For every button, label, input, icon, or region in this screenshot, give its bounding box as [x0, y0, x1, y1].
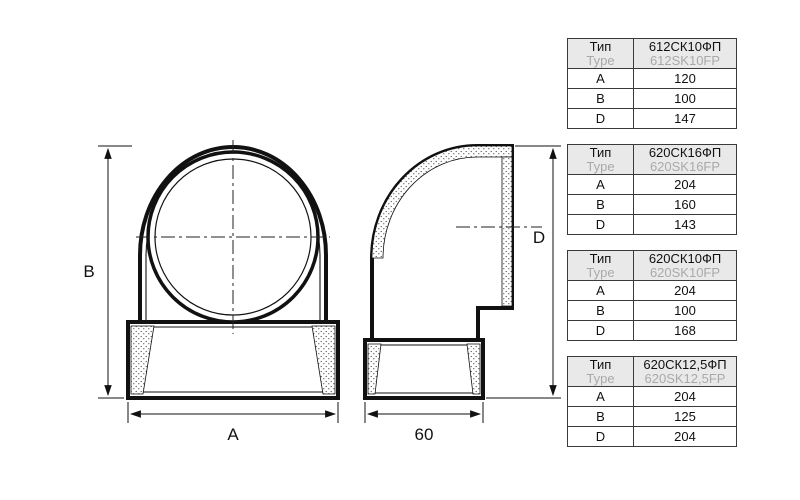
- dim-value-cell: 100: [633, 300, 737, 321]
- table-header-row: Тип Type 620СК16ФП 620SK16FP: [567, 144, 737, 175]
- type-code-ru: 620СК10ФП: [648, 251, 722, 266]
- type-label-ru: Тип: [589, 357, 612, 372]
- dim-label-cell: D: [567, 108, 634, 129]
- dim-value-cell: 204: [633, 426, 737, 447]
- type-code-ru: 620СК12,5ФП: [643, 357, 727, 372]
- front-view: [126, 140, 340, 400]
- table-row: D 147: [567, 108, 737, 129]
- dim-d-label: D: [533, 228, 545, 247]
- type-label-en: Type: [586, 52, 615, 68]
- spec-table-1: Тип Type 612СК10ФП 612SK10FP A 120 B 100…: [567, 38, 737, 129]
- side-body-outline: [370, 144, 514, 342]
- dimension-B: [98, 145, 132, 399]
- table-row: B 100: [567, 88, 737, 109]
- dim-60-label: 60: [415, 425, 434, 444]
- dim-value-cell: 204: [633, 386, 737, 407]
- dim-label-cell: B: [567, 300, 634, 321]
- type-label-cell: Тип Type: [567, 250, 634, 281]
- dim-value-cell: 147: [633, 108, 737, 129]
- technical-drawing: B A 60 D: [83, 140, 561, 444]
- type-label-cell: Тип Type: [567, 144, 634, 175]
- side-gasket-flange-left: [367, 343, 382, 395]
- dim-label-cell: A: [567, 280, 634, 301]
- table-row: A 120: [567, 68, 737, 89]
- dim-label-cell: D: [567, 214, 634, 235]
- dim-value-cell: 168: [633, 320, 737, 341]
- type-label-en: Type: [586, 370, 615, 386]
- table-header-row: Тип Type 620СК10ФП 620SK10FP: [567, 250, 737, 281]
- dim-label-cell: D: [567, 320, 634, 341]
- front-gasket-right: [311, 325, 336, 395]
- type-label-en: Type: [586, 158, 615, 174]
- spec-table-2: Тип Type 620СК16ФП 620SK16FP A 204 B 160…: [567, 144, 737, 235]
- side-flange: [363, 338, 485, 400]
- type-code-en: 620SK10FP: [649, 264, 721, 280]
- type-code-cell: 620СК16ФП 620SK16FP: [633, 144, 737, 175]
- table-row: D 204: [567, 426, 737, 447]
- dim-label-cell: A: [567, 174, 634, 195]
- dim-value-cell: 100: [633, 88, 737, 109]
- table-row: A 204: [567, 386, 737, 407]
- dimension-60: [364, 402, 484, 423]
- type-label-cell: Тип Type: [567, 356, 634, 387]
- table-row: B 125: [567, 406, 737, 427]
- front-gasket-left: [130, 325, 155, 395]
- table-row: B 100: [567, 300, 737, 321]
- type-code-en: 620SK16FP: [649, 158, 721, 174]
- side-view: [363, 144, 542, 400]
- dim-value-cell: 204: [633, 280, 737, 301]
- table-row: A 204: [567, 280, 737, 301]
- type-label-ru: Тип: [589, 251, 612, 266]
- spec-table-3: Тип Type 620СК10ФП 620SK10FP A 204 B 100…: [567, 250, 737, 341]
- dim-value-cell: 160: [633, 194, 737, 215]
- table-row: A 204: [567, 174, 737, 195]
- type-label-ru: Тип: [589, 145, 612, 160]
- table-row: D 168: [567, 320, 737, 341]
- dim-b-label: B: [83, 262, 94, 281]
- dim-value-cell: 143: [633, 214, 737, 235]
- type-label-cell: Тип Type: [567, 38, 634, 69]
- front-flange: [126, 320, 340, 400]
- table-row: B 160: [567, 194, 737, 215]
- dim-label-cell: B: [567, 194, 634, 215]
- dim-value-cell: 204: [633, 174, 737, 195]
- dimension-A: [127, 402, 339, 423]
- type-code-ru: 620СК16ФП: [648, 145, 722, 160]
- dim-label-cell: D: [567, 426, 634, 447]
- type-code-cell: 620СК10ФП 620SK10FP: [633, 250, 737, 281]
- dim-label-cell: B: [567, 406, 634, 427]
- type-label-en: Type: [586, 264, 615, 280]
- table-header-row: Тип Type 620СК12,5ФП 620SK12,5FP: [567, 356, 737, 387]
- dim-label-cell: B: [567, 88, 634, 109]
- type-code-cell: 620СК12,5ФП 620SK12,5FP: [633, 356, 737, 387]
- dim-value-cell: 125: [633, 406, 737, 427]
- dim-value-cell: 120: [633, 68, 737, 89]
- type-code-en: 620SK12,5FP: [644, 370, 726, 386]
- table-header-row: Тип Type 612СК10ФП 612SK10FP: [567, 38, 737, 69]
- table-row: D 143: [567, 214, 737, 235]
- dim-label-cell: A: [567, 68, 634, 89]
- dimension-D: [486, 145, 561, 399]
- dim-a-label: A: [227, 425, 239, 444]
- side-gasket-top: [371, 145, 513, 259]
- type-code-ru: 612СК10ФП: [648, 39, 722, 54]
- type-label-ru: Тип: [589, 39, 612, 54]
- spec-table-4: Тип Type 620СК12,5ФП 620SK12,5FP A 204 B…: [567, 356, 737, 447]
- side-gasket-flange-right: [466, 343, 481, 395]
- type-code-en: 612SK10FP: [649, 52, 721, 68]
- side-gasket-right-face: [501, 156, 513, 307]
- spec-tables: Тип Type 612СК10ФП 612SK10FP A 120 B 100…: [567, 38, 737, 462]
- dim-label-cell: A: [567, 386, 634, 407]
- type-code-cell: 612СК10ФП 612SK10FP: [633, 38, 737, 69]
